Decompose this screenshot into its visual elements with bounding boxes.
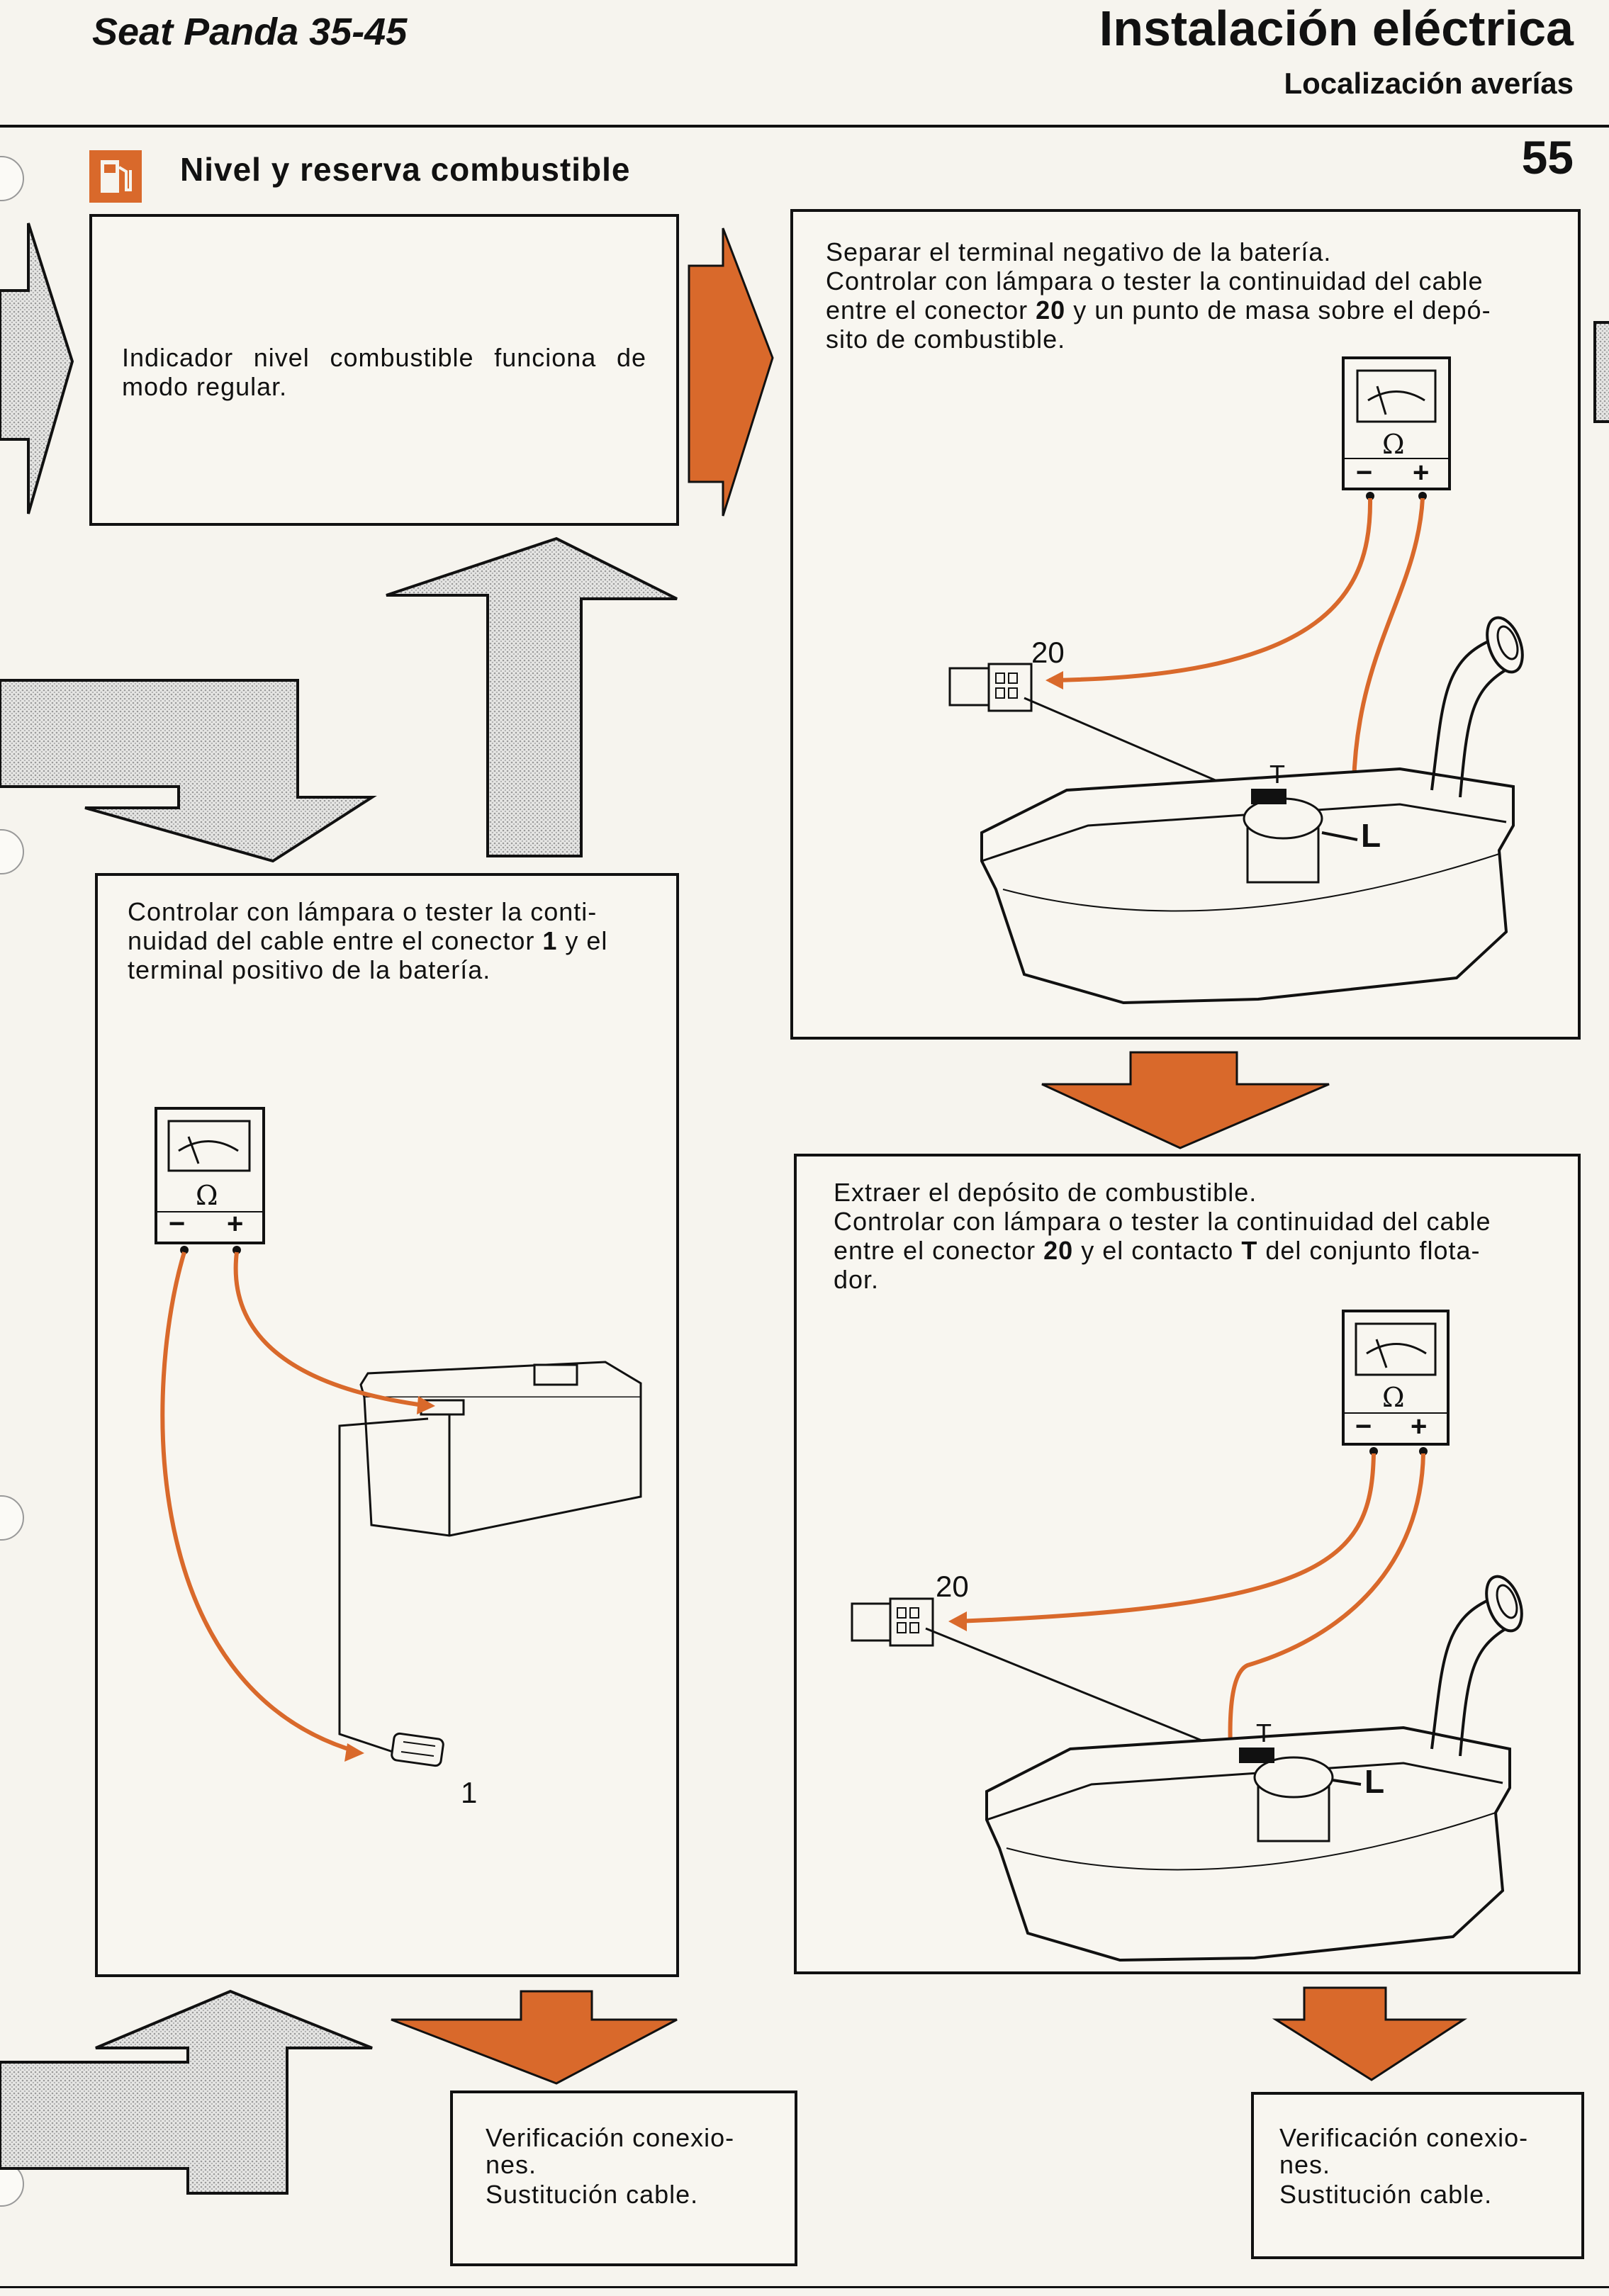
down-arrow-orange: [1041, 1051, 1330, 1149]
step-text-line: Controlar con lámpara o tester la contin…: [834, 1207, 1491, 1236]
up-arrow-grey: [386, 536, 678, 857]
connector-1: [391, 1732, 444, 1767]
step-text-line: Controlar con lámpara o tester la conti-: [128, 897, 598, 926]
plus-label: +: [1411, 1411, 1427, 1442]
connector-20: [948, 663, 1033, 712]
remedy-left: Verificación conexio- nes. Sustitución c…: [450, 2090, 797, 2266]
step-text-line: terminal positivo de la batería.: [128, 955, 491, 984]
remedy-text: Verificación conexio-: [1279, 2123, 1529, 2152]
manual-title: Seat Panda 35-45: [92, 11, 408, 53]
remedy-text: Verificación conexio-: [486, 2123, 735, 2152]
footer-divider: [0, 2286, 1609, 2288]
header-divider: [0, 125, 1609, 128]
plus-label: +: [1413, 457, 1429, 488]
fuel-tank-icon: [985, 1575, 1523, 1962]
minus-label: −: [169, 1208, 185, 1239]
down-arrow-orange: [391, 1990, 678, 2085]
remedy-text: Sustitución cable.: [1279, 2180, 1493, 2209]
step-text-line: Separar el terminal negativo de la bater…: [826, 237, 1332, 266]
ohm-symbol: Ω: [1382, 1382, 1405, 1413]
down-arrow-grey: [0, 679, 377, 863]
ohm-symbol: Ω: [1382, 429, 1405, 460]
section-heading: Nivel y reserva combustible: [180, 151, 631, 188]
label-connector-20: 20: [936, 1570, 969, 1603]
battery-icon: [359, 1361, 642, 1537]
section-title: Instalación eléctrica: [1099, 1, 1574, 56]
connector-20: [851, 1597, 934, 1647]
remedy-text: Sustitución cable.: [486, 2180, 699, 2209]
label-connector-1: 1: [461, 1776, 477, 1809]
down-arrow-orange: [1272, 1986, 1468, 2081]
step-text-line: entre el conector 20 y un punto de masa …: [826, 296, 1491, 325]
ohmmeter-icon: [1342, 356, 1451, 500]
entry-arrow: [0, 223, 74, 514]
remedy-text: nes.: [486, 2150, 537, 2179]
step-text-line: nuidad del cable entre el conector 1 y e…: [128, 926, 608, 955]
fuel-pump-icon: [89, 150, 142, 203]
label-connector-20: 20: [1031, 636, 1065, 669]
diagram-battery: 1 Ω − +: [155, 1107, 642, 1809]
label-contact-l: L: [1361, 817, 1381, 854]
step-text-line: Extraer el depósito de combustible.: [834, 1178, 1257, 1207]
remedy-right: Verificación conexio- nes. Sustitución c…: [1251, 2092, 1584, 2259]
fuel-tank-icon: [980, 616, 1524, 1005]
label-contact-t: T: [1256, 1718, 1272, 1748]
label-contact-t: T: [1269, 760, 1285, 789]
label-contact-l: L: [1364, 1763, 1384, 1800]
step-text-line: entre el conector 20 y el contacto T del…: [834, 1236, 1481, 1265]
diagram-float: 20 T L Ω − +: [851, 1310, 1523, 1962]
diagram-tank-ground: 20 T L Ω − +: [948, 356, 1524, 1005]
page-number: 55: [1521, 131, 1574, 184]
ohmmeter-icon: [155, 1107, 265, 1254]
plus-label: +: [227, 1208, 243, 1239]
step-indicator-ok: Indicador nivel combustible funciona de …: [89, 214, 679, 526]
ohmmeter-icon: [1342, 1310, 1450, 1456]
step-text: Indicador nivel combustible funciona de …: [122, 343, 646, 401]
step-text-line: Controlar con lámpara o tester la contin…: [826, 266, 1484, 296]
ohm-symbol: Ω: [196, 1180, 218, 1211]
step-text-line: sito de combustible.: [826, 325, 1066, 354]
minus-label: −: [1355, 1411, 1372, 1442]
right-arrow-orange: [688, 227, 774, 517]
return-arrow-grey: [0, 1989, 373, 2195]
remedy-text: nes.: [1279, 2150, 1331, 2179]
minus-label: −: [1356, 457, 1372, 488]
step-text-line: dor.: [834, 1265, 880, 1294]
subsection-title: Localización averías: [1284, 67, 1574, 100]
